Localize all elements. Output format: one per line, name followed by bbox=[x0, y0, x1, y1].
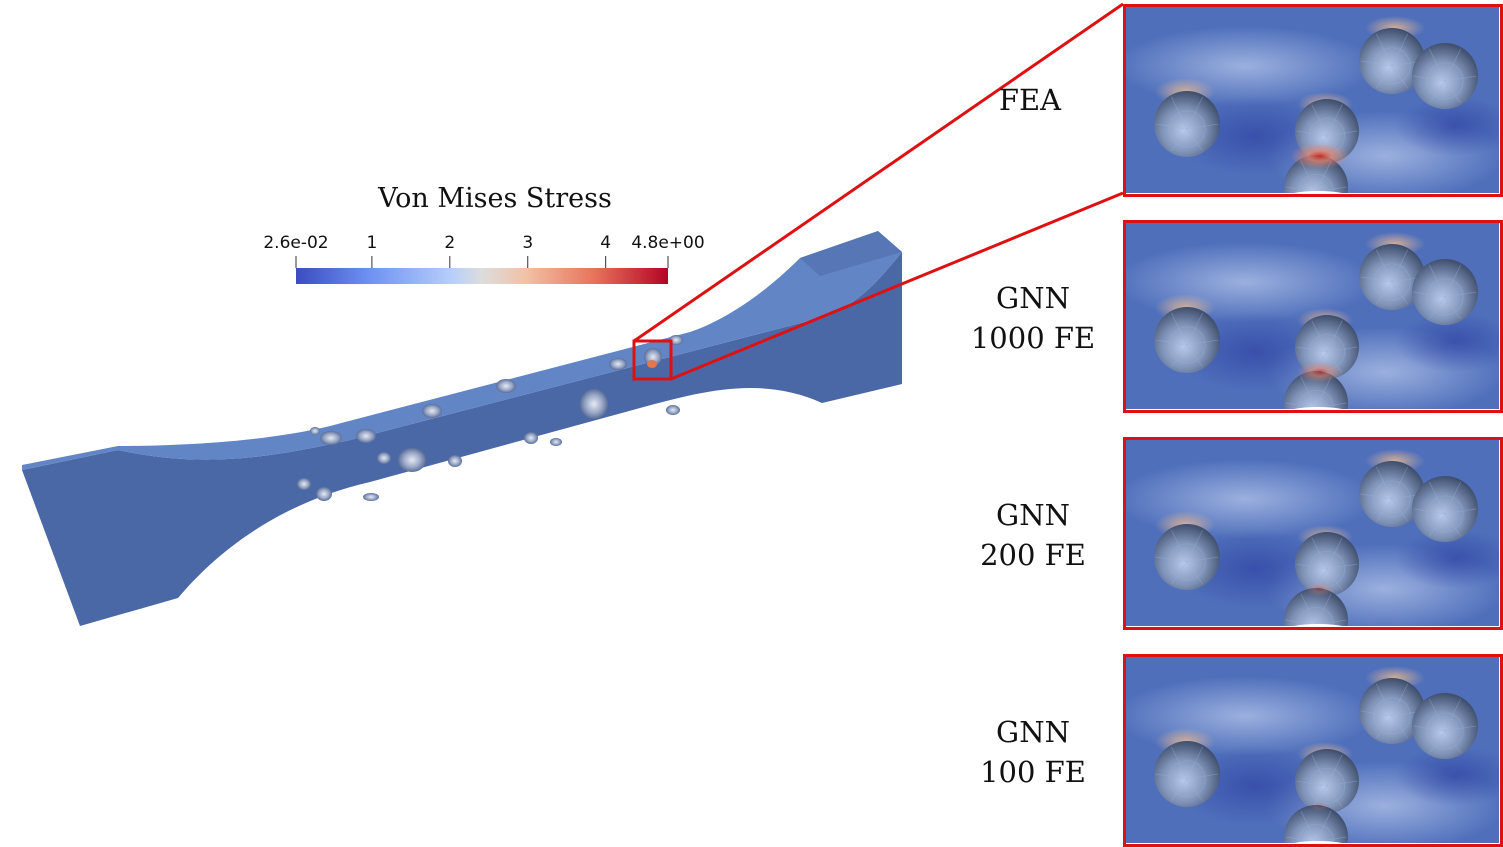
void bbox=[310, 427, 320, 435]
zoom-line-top bbox=[633, 2, 1124, 343]
panel-frame bbox=[1123, 220, 1503, 413]
void-sphere bbox=[1154, 91, 1220, 157]
stress-hotspot bbox=[1297, 361, 1343, 383]
void-sphere bbox=[1359, 678, 1425, 744]
void bbox=[448, 455, 462, 467]
colorbar-ticks: 2.6e-02 1 2 3 4 4.8e+00 bbox=[263, 233, 705, 268]
panel-label: GNN 100 FE bbox=[980, 715, 1086, 789]
panel-label: FEA bbox=[999, 83, 1062, 117]
panel-label-line2: 100 FE bbox=[980, 755, 1086, 789]
panel-label-line1: GNN bbox=[996, 498, 1070, 532]
stress-detail-image bbox=[1125, 439, 1499, 626]
panel-frame bbox=[1123, 437, 1503, 630]
void bbox=[496, 379, 516, 393]
panel-label-line1: GNN bbox=[996, 715, 1070, 749]
panel-label-line1: FEA bbox=[999, 83, 1062, 117]
void-sphere bbox=[1295, 532, 1359, 596]
void bbox=[609, 358, 627, 370]
colorbar-legend: Von Mises Stress 2.6e-02 1 2 3 4 4.8e+00 bbox=[263, 183, 705, 284]
void-sphere bbox=[1284, 588, 1348, 626]
colorbar-tick-label: 4 bbox=[600, 233, 611, 253]
stress-hotspot bbox=[1290, 143, 1350, 169]
dogbone-specimen bbox=[22, 231, 902, 626]
void bbox=[580, 389, 608, 419]
colorbar-tick-label: 2 bbox=[444, 233, 455, 253]
void-sphere bbox=[1295, 749, 1359, 813]
panel-label-line2: 1000 FE bbox=[971, 321, 1095, 355]
stress-detail-image bbox=[1125, 6, 1499, 193]
hotspot bbox=[647, 360, 657, 368]
void-sphere bbox=[1154, 741, 1220, 807]
panel-frame bbox=[1123, 654, 1503, 847]
zoom-region-box bbox=[632, 339, 673, 381]
zoom-line-bottom bbox=[670, 191, 1124, 381]
colorbar-tick-label: 3 bbox=[522, 233, 533, 253]
void-sphere bbox=[1412, 43, 1478, 109]
void-sphere bbox=[1412, 259, 1478, 325]
colorbar-gradient bbox=[296, 268, 668, 284]
void bbox=[377, 452, 391, 464]
void-sphere bbox=[1412, 476, 1478, 542]
stress-hotspot bbox=[1304, 581, 1336, 597]
panel-label-line1: GNN bbox=[996, 281, 1070, 315]
colorbar-tick-label: 4.8e+00 bbox=[631, 233, 704, 253]
surface-voids bbox=[297, 335, 683, 501]
panel-label: GNN 1000 FE bbox=[971, 281, 1095, 355]
void bbox=[422, 404, 442, 418]
stress-detail-image bbox=[1125, 222, 1499, 409]
void bbox=[363, 493, 379, 501]
void bbox=[398, 448, 426, 472]
void bbox=[356, 429, 376, 443]
void-sphere bbox=[1154, 307, 1220, 373]
colorbar-title: Von Mises Stress bbox=[377, 183, 612, 214]
void bbox=[320, 431, 342, 445]
void-sphere bbox=[1359, 244, 1425, 310]
panel-label: GNN 200 FE bbox=[980, 498, 1086, 572]
void bbox=[297, 478, 311, 490]
zoom-connectors bbox=[633, 2, 1124, 381]
void-sphere bbox=[1154, 524, 1220, 590]
comparison-panels: FEA GNN 1000 FE GNN 200 FE GNN 100 FE bbox=[971, 4, 1503, 847]
stress-detail-image bbox=[1125, 656, 1499, 843]
stress-hotspot bbox=[1308, 800, 1332, 812]
panel-frame bbox=[1123, 4, 1503, 197]
specimen-end-cap bbox=[800, 231, 902, 276]
void-sphere bbox=[1284, 805, 1348, 843]
void-sphere bbox=[1412, 693, 1478, 759]
void bbox=[316, 487, 332, 501]
specimen-front-face bbox=[22, 252, 902, 626]
colorbar-tick-label: 1 bbox=[366, 233, 377, 253]
panel-label-line2: 200 FE bbox=[980, 538, 1086, 572]
void bbox=[550, 438, 562, 446]
void bbox=[666, 405, 680, 415]
void bbox=[524, 432, 538, 444]
colorbar-tick-label: 2.6e-02 bbox=[263, 233, 328, 253]
void-sphere bbox=[1359, 28, 1425, 94]
